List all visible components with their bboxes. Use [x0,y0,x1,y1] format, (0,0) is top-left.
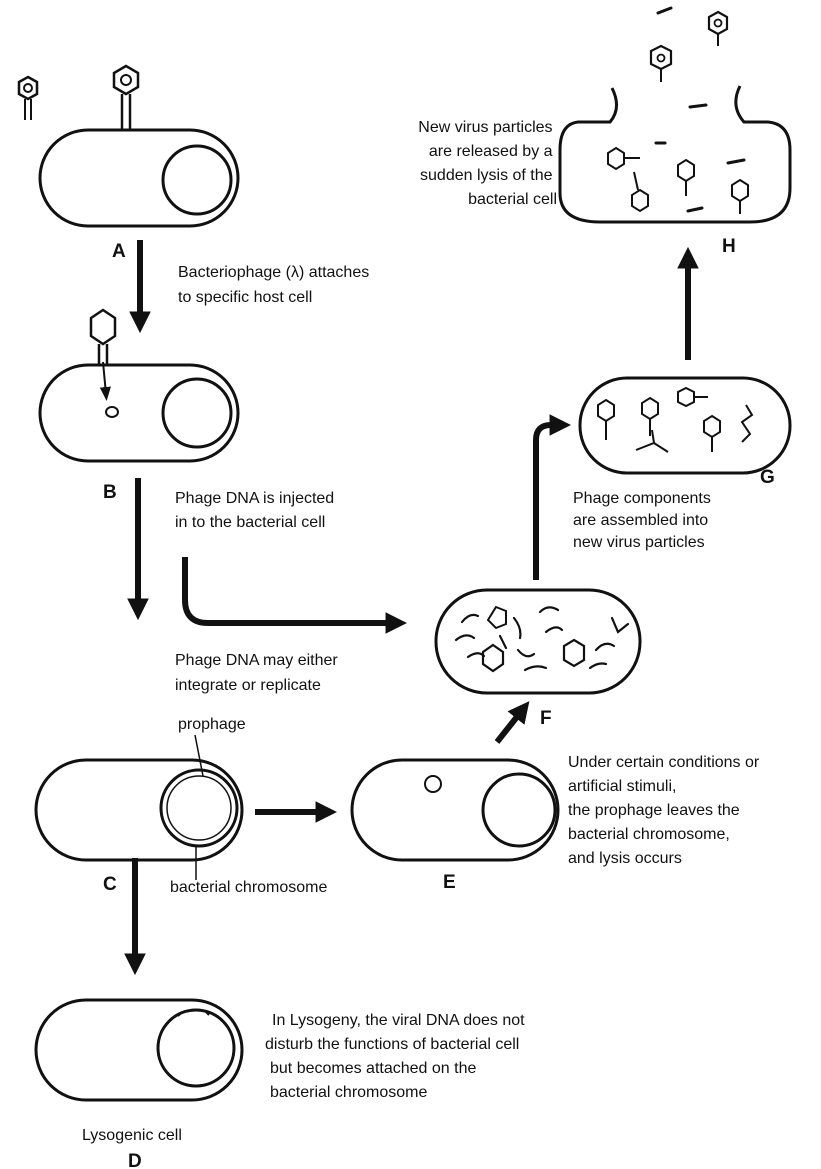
label-e: E [443,872,456,893]
label-prophage: prophage [178,716,246,733]
released-phage-icon [651,46,671,82]
cell-f [436,590,640,693]
arrow-f-to-g [536,425,556,580]
caption-lysogeny: In Lysogeny, the viral DNA does not dist… [265,1012,529,1101]
cell-h-bursting [560,8,790,222]
cell-c [36,760,242,860]
released-phage-icon-2 [709,12,727,46]
caption-attach: Bacteriophage (λ) attaches to specific h… [178,264,374,306]
cell-g [580,378,790,473]
phage-injecting-icon [91,310,115,394]
attached-phage-icon [114,66,138,130]
cell-b [40,365,238,461]
label-h: H [722,236,736,257]
label-g: G [760,467,775,488]
caption-release: New virus particles are released by a su… [418,119,557,208]
arrow-b-to-f [185,557,392,623]
label-d: D [128,1151,142,1169]
caption-conditions: Under certain conditions or artificial s… [568,754,764,867]
caption-inject: Phage DNA is injected in to the bacteria… [175,490,339,531]
arrow-e-to-f [497,713,520,742]
caption-assemble: Phage components are assembled into new … [573,490,715,551]
cell-d-lysogenic [36,1000,242,1100]
label-b: B [103,482,117,503]
label-c: C [103,874,117,895]
cell-a [40,130,238,226]
caption-integrate: Phage DNA may either integrate or replic… [175,652,342,694]
label-f: F [540,708,552,729]
label-bacterial-chromosome: bacterial chromosome [170,879,328,896]
free-phage-icon [19,77,37,120]
cell-e [352,760,558,860]
caption-lysogenic-cell: Lysogenic cell [82,1127,182,1144]
label-a: A [112,241,126,262]
